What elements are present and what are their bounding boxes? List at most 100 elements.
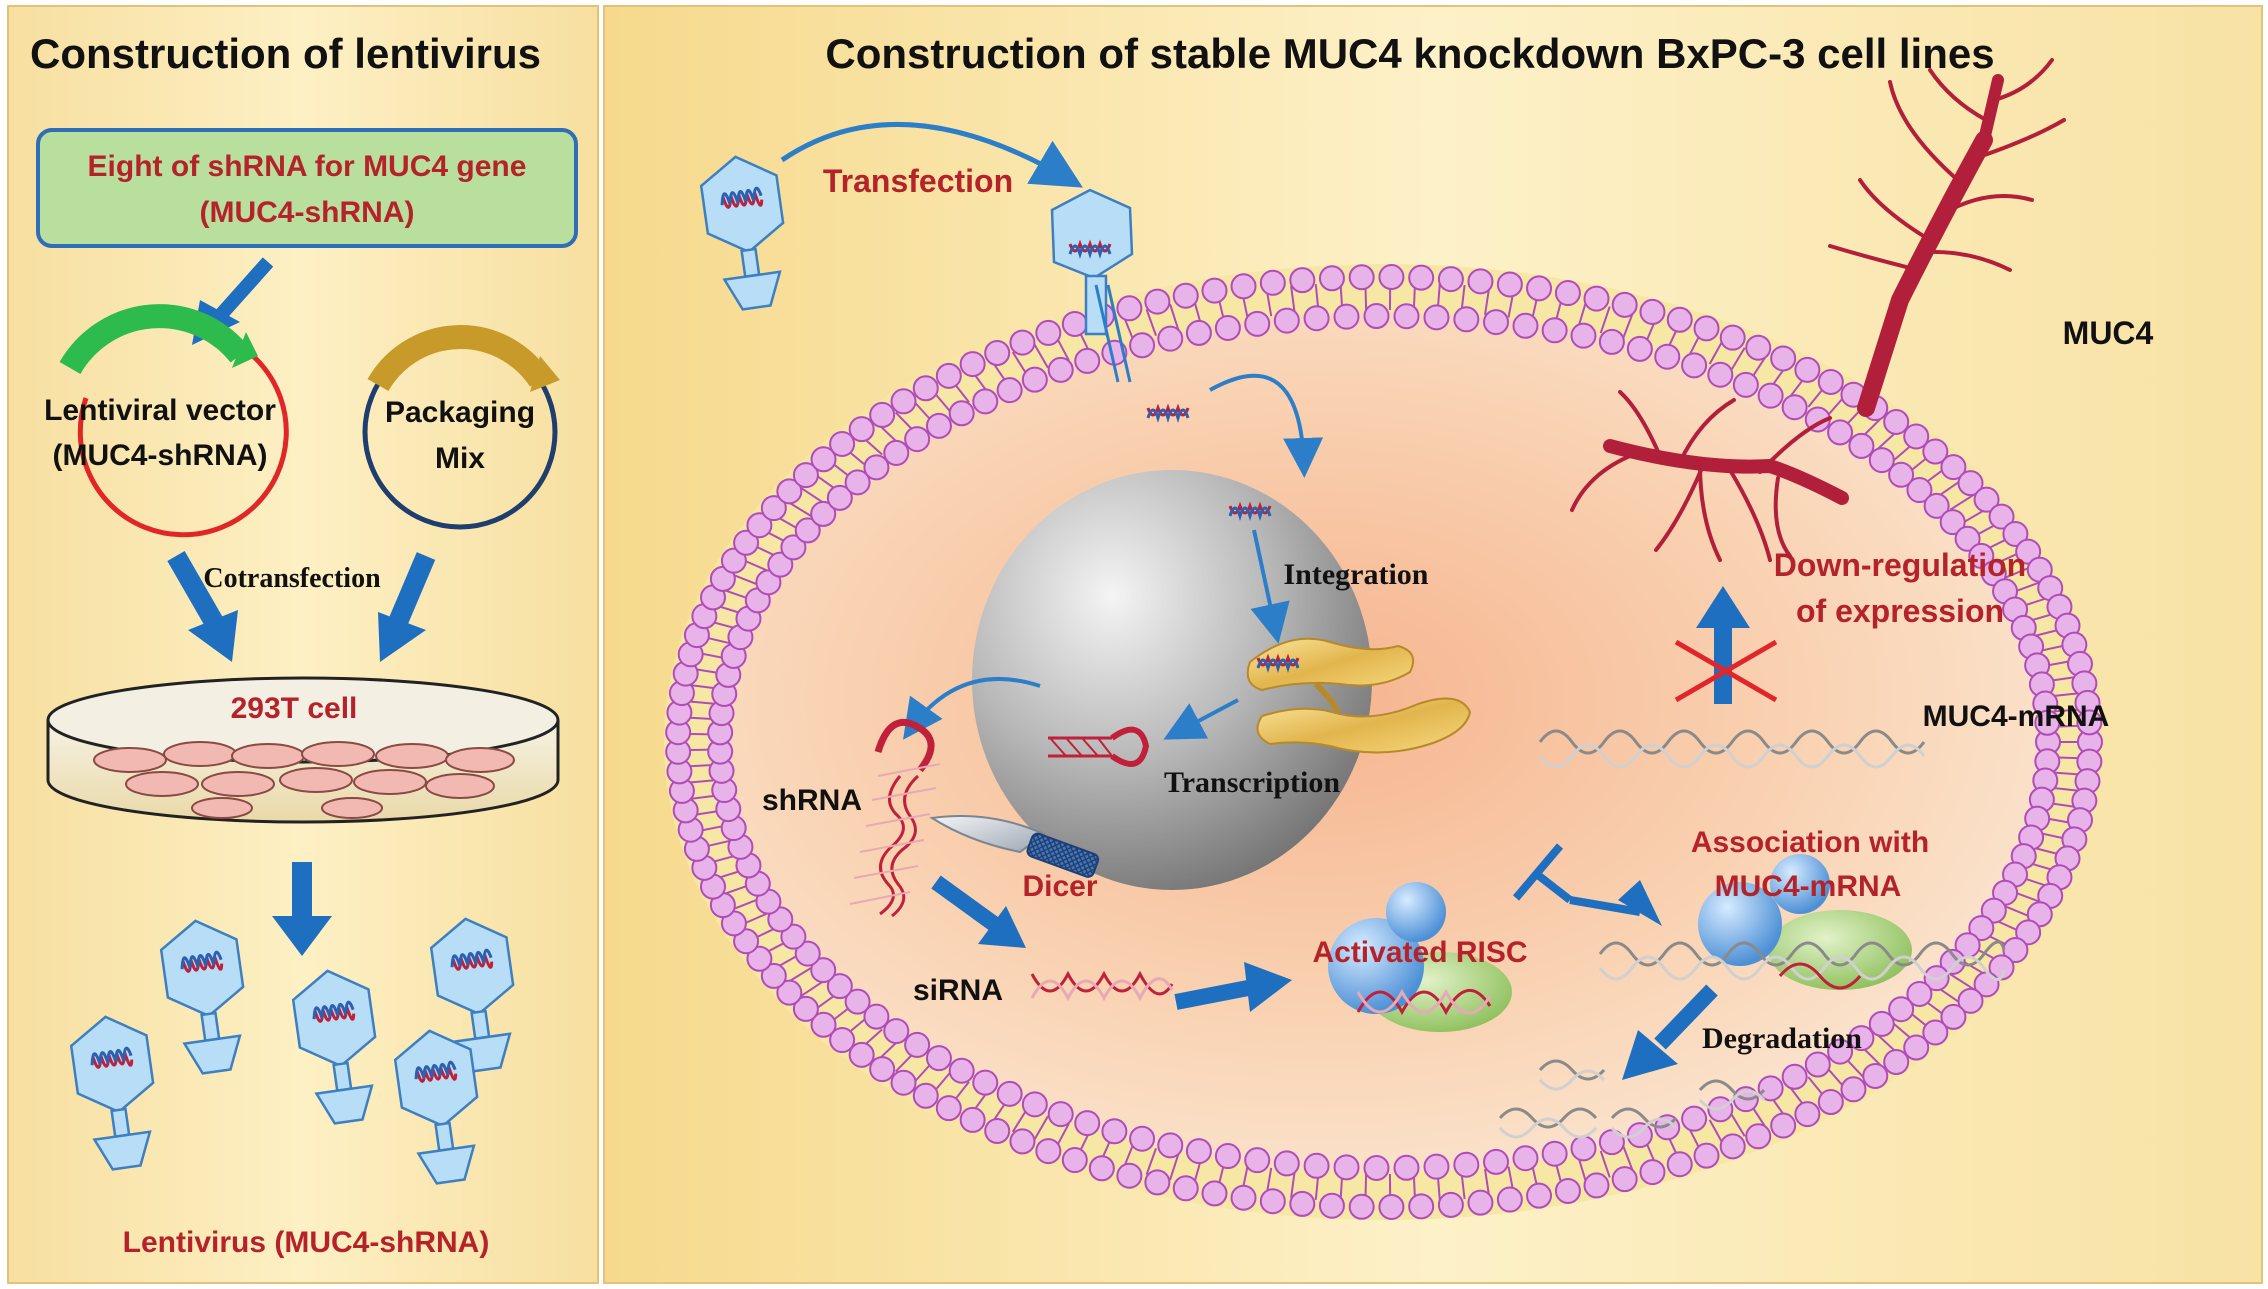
blocked-translation-arrow [1674, 586, 1778, 704]
lipid-head [1781, 394, 1808, 421]
lipid-tail [689, 794, 718, 800]
lipid-tail [1290, 285, 1296, 314]
lipid-head [1348, 1193, 1375, 1220]
lipid-head [1757, 382, 1784, 409]
lipid-head [1172, 1175, 1199, 1202]
muc4-protein-cytoplasm [1570, 390, 1849, 562]
lipid-head [1922, 1019, 1949, 1046]
lipid-head [996, 377, 1023, 404]
sirna-duplex [1030, 970, 1174, 1002]
lipid-head [1273, 307, 1300, 334]
lipid-head [1483, 309, 1510, 336]
lipid-head [1541, 1140, 1568, 1167]
lipid-head [1378, 264, 1405, 291]
lipid-head [959, 1106, 986, 1133]
packaging-label-line1: Packaging [385, 396, 535, 429]
lipid-head [794, 940, 821, 967]
lipid-head [829, 430, 856, 457]
lipid-head [1639, 1159, 1666, 1186]
lipid-tail [1708, 339, 1725, 365]
lipid-tail [2013, 581, 2041, 593]
lipid-head [948, 1057, 975, 1084]
lipid-head [1035, 319, 1062, 346]
lipid-head [792, 995, 819, 1022]
lipid-head [1598, 1129, 1625, 1156]
lipid-head [1693, 1142, 1720, 1169]
lipid-head [1009, 1128, 1036, 1155]
lipid-head [1393, 1154, 1420, 1181]
lipid-head [755, 569, 782, 596]
lipid-head [810, 957, 837, 984]
lipid-head [1940, 1003, 1967, 1030]
lipid-tail [731, 573, 759, 586]
lipid-head [1047, 1101, 1074, 1128]
lipid-tail [1169, 303, 1180, 331]
shrna-label: shRNA [762, 784, 862, 817]
arrow-dish-to-virus [272, 862, 332, 956]
lipid-head [869, 401, 896, 428]
lipid-head [912, 375, 939, 402]
lipid-head [1201, 1180, 1228, 1207]
lipid-head [890, 1069, 917, 1096]
lipid-head [1903, 423, 1930, 450]
lipid-head [984, 340, 1011, 367]
arrow-shrna-to-sirna [931, 875, 1026, 948]
export-arrow [903, 677, 1041, 740]
lipid-head [1244, 310, 1271, 337]
lipid-head [1719, 324, 1746, 351]
muc4-protein-transmembrane [1828, 58, 2066, 417]
lipid-head [1437, 1191, 1464, 1218]
lipid-head [1973, 486, 2000, 513]
lipid-head [767, 906, 794, 933]
lipid-tail [1145, 308, 1157, 336]
degradation-label: Degradation [1702, 1022, 1862, 1055]
lipid-tail [1484, 1168, 1491, 1197]
shrna-box: Eight of shRNA for MUC4 gene (MUC4-shRNA… [36, 128, 578, 248]
lipid-tail [1949, 493, 1975, 511]
lipid-head [1244, 1147, 1271, 1174]
left-panel-title: Construction of lentivirus [30, 30, 541, 77]
lipid-head [1923, 492, 1950, 519]
lipid-head [1259, 1188, 1286, 1215]
lipid-head [1348, 264, 1375, 291]
lipid-head [848, 416, 875, 443]
lipid-head [1512, 312, 1539, 339]
lipid-head [1009, 329, 1036, 356]
muc4-label: MUC4 [2063, 315, 2154, 351]
lipid-head [1781, 1063, 1808, 1090]
lipid-head [1888, 461, 1915, 488]
cotransfection-label: Cotransfection [203, 563, 381, 594]
lipid-head [733, 529, 760, 556]
lipid-head [2015, 538, 2042, 565]
lipid-head [863, 454, 890, 481]
lipid-head [1794, 1101, 1821, 1128]
lipid-head [1883, 1049, 1910, 1076]
lipid-head [1512, 1145, 1539, 1172]
lipid-head [1639, 298, 1666, 325]
lipid-head [1719, 1133, 1746, 1160]
lipid-head [912, 1082, 939, 1109]
lipid-head [1541, 317, 1568, 344]
integration-arrow [1250, 529, 1290, 644]
vector-label-line1: Lentiviral vector [44, 394, 276, 427]
chromosome [1246, 637, 1472, 754]
lipid-head [925, 1045, 952, 1072]
lipid-head [1988, 503, 2015, 530]
lipid-head [1483, 1148, 1510, 1175]
lipid-head [1626, 1122, 1653, 1149]
packaging-mix-plasmid [362, 325, 560, 530]
lipid-tail [1033, 1115, 1049, 1141]
lipid-head [883, 1018, 910, 1045]
lipid-head [1201, 277, 1228, 304]
lipid-tail [1033, 343, 1049, 369]
lipid-head [1554, 280, 1581, 307]
vector-label-line2: (MUC4-shRNA) [53, 439, 268, 472]
lipid-head [1035, 1138, 1062, 1165]
lipid-head [767, 551, 794, 578]
lipid-tail [1729, 1111, 1746, 1137]
lipid-head [1303, 305, 1330, 332]
lipid-head [1453, 1151, 1480, 1178]
lipid-head [1230, 273, 1257, 300]
lipid-head [1827, 1038, 1854, 1065]
lipid-head [780, 923, 807, 950]
